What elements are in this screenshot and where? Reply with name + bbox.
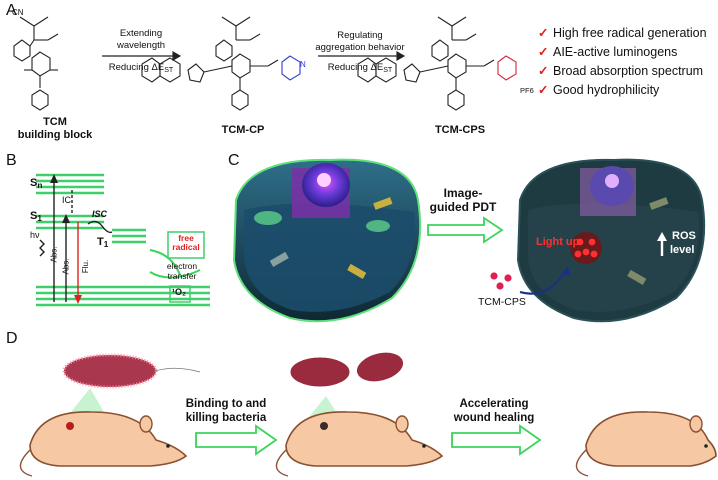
feature-item: ✓Broad absorption spectrum xyxy=(538,64,704,78)
bacterium-broken-left xyxy=(289,356,351,388)
tcm-cps-name: TCM-CPS xyxy=(434,124,486,136)
state-t1: T1 xyxy=(97,236,109,249)
panel-label-a: A xyxy=(6,2,17,19)
feature-list: ✓High free radical generation ✓AIE-activ… xyxy=(538,24,707,100)
tcm-cp-structure xyxy=(141,16,301,111)
arrow1-top-label: Extending wavelength xyxy=(116,28,166,51)
free-radical-label: free radical xyxy=(172,233,200,253)
panel-label-d: D xyxy=(6,330,18,347)
bacterium-intact xyxy=(62,353,158,389)
tcm-cp-name: TCM-CP xyxy=(221,124,265,136)
hv-label: hν xyxy=(30,230,40,240)
arrow2-bottom-label: Reducing ΔEST xyxy=(327,62,393,74)
mouse-3 xyxy=(585,411,717,467)
ros-level-label: level xyxy=(670,244,695,256)
tcm-structure xyxy=(13,16,59,111)
singlet-oxygen-label: ¹O₂ xyxy=(172,287,186,297)
wound-healing-label: Accelerating wound healing xyxy=(453,398,535,424)
state-sn: Sn xyxy=(30,177,43,190)
feature-item: ✓Good hydrophilicity xyxy=(538,83,660,97)
binding-killing-label: Binding to and killing bacteria xyxy=(185,398,267,424)
image-guided-pdt-label: Image-guided PDT xyxy=(429,186,497,215)
panel-label-b: B xyxy=(6,152,17,169)
tcm-cps-probe-label: TCM-CPS xyxy=(478,296,526,308)
pyridine-n-label: N xyxy=(300,60,306,69)
ros-label: ROS xyxy=(672,230,696,242)
tcm-cps-structure xyxy=(357,16,517,111)
light-up-label: Light up xyxy=(536,236,580,248)
ic-label: IC xyxy=(62,195,71,205)
bacterium-broken-right xyxy=(355,351,405,383)
arrow1-bottom-label: Reducing ΔEST xyxy=(108,62,174,74)
mouse-1 xyxy=(29,411,188,467)
counterion-label: PF6 xyxy=(520,86,534,95)
electron-transfer-label: electron transfer xyxy=(166,261,198,281)
panel-a-structures xyxy=(13,16,517,111)
isc-label: ISC xyxy=(92,209,108,219)
cn-label: CN xyxy=(12,8,24,17)
feature-item: ✓AIE-active luminogens xyxy=(538,45,678,59)
feature-item: ✓High free radical generation xyxy=(538,26,707,40)
state-s1: S1 xyxy=(30,210,42,223)
panel-label-c: C xyxy=(228,152,240,169)
mouse-2 xyxy=(285,411,444,467)
